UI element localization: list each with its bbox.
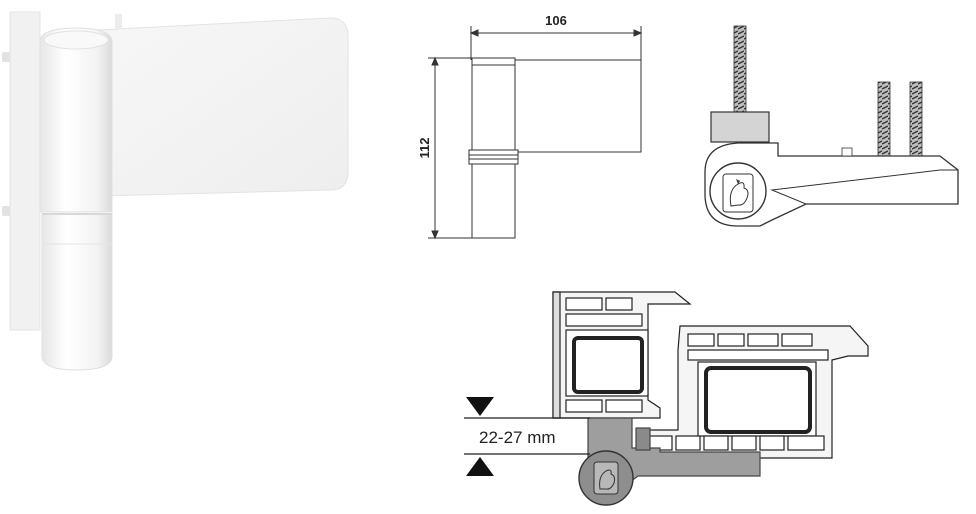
- arrow-up-icon: [431, 56, 439, 66]
- hinge-front-view: [428, 26, 643, 240]
- gap-label: 22-27 mm: [479, 428, 556, 447]
- hinge-arm-edge: [770, 169, 959, 205]
- hinge-leaf: [97, 17, 349, 197]
- arrow-left-icon: [469, 29, 479, 37]
- hinge-back-plate: [9, 11, 41, 331]
- hinge-barrel-cap: [43, 30, 109, 50]
- hinge-top-view: [704, 25, 959, 227]
- triangle-down-icon: [466, 397, 494, 416]
- gap-dimension: [464, 397, 590, 476]
- height-label: 112: [417, 138, 432, 159]
- arrow-down-icon: [431, 230, 439, 240]
- hinge-tab: [115, 14, 122, 28]
- screw-block: [710, 111, 770, 143]
- arm-stud: [841, 147, 853, 157]
- width-label: 106: [545, 13, 567, 28]
- profile-cross-section: [552, 291, 869, 489]
- rooster-logo-icon: [722, 173, 754, 213]
- sash-steel-reinforcement: [572, 336, 644, 394]
- front-view-leaf: [514, 59, 642, 153]
- triangle-up-icon: [466, 457, 494, 476]
- screw-icon: [909, 81, 923, 159]
- front-view-barrel: [471, 57, 516, 239]
- hinge-barrel-upper: [39, 27, 113, 213]
- screw-icon: [877, 81, 891, 159]
- screw-icon: [733, 25, 747, 113]
- frame-steel-reinforcement: [704, 366, 812, 434]
- hinge-barrel-lower: [41, 213, 113, 371]
- arrow-right-icon: [633, 29, 643, 37]
- front-view-joint: [468, 149, 519, 165]
- hinge-photo: [2, 11, 349, 371]
